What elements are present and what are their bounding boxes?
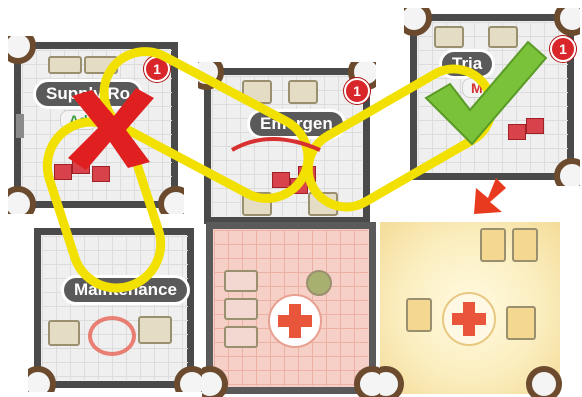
arrow-down-icon (474, 178, 506, 214)
x-mark-icon (66, 86, 158, 170)
check-mark-icon (420, 36, 550, 146)
